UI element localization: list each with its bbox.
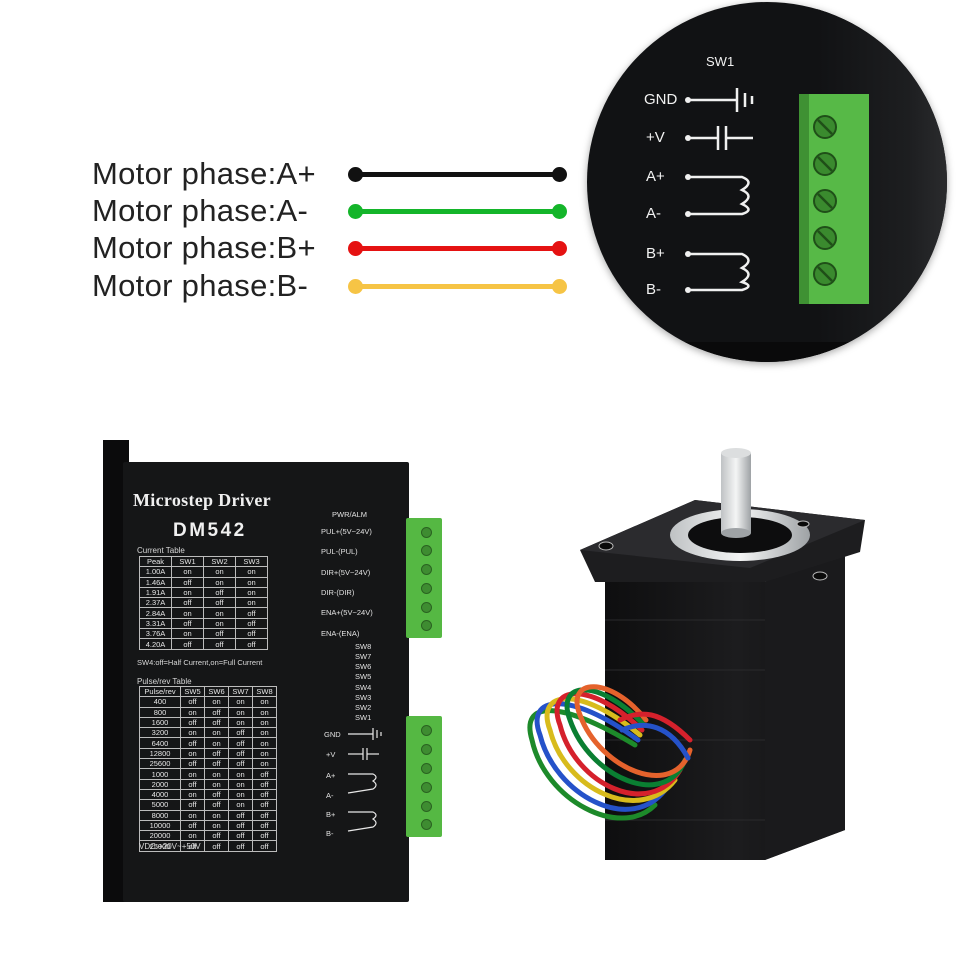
terminal-screw	[421, 763, 432, 774]
legend-label: Motor phase:A-	[92, 193, 309, 228]
stepper-motor	[500, 440, 880, 880]
power-aminus: A-	[326, 791, 334, 800]
wire-line	[354, 284, 558, 289]
zoom-terminal-svg	[685, 88, 869, 304]
terminal-screw	[421, 782, 432, 793]
schematic	[688, 88, 754, 292]
signal-terminal-block	[406, 518, 442, 638]
legend-row-b-plus: Motor phase:B+	[92, 230, 572, 266]
terminal-screw	[421, 819, 432, 830]
signal-ena-minus: ENA-(ENA)	[321, 629, 360, 638]
pulse-table-title: Pulse/rev Table	[137, 677, 192, 686]
switch-label: SW1	[355, 713, 372, 722]
wire-end-dot	[348, 241, 363, 256]
power-terminal-block	[406, 716, 442, 837]
legend-label: Motor phase:A+	[92, 156, 316, 191]
wire-end-dot	[348, 279, 363, 294]
power-bminus: B-	[326, 829, 334, 838]
legend-label: Motor phase:B-	[92, 268, 309, 303]
zoom-label-aminus: A-	[646, 205, 661, 222]
terminal-screw	[421, 725, 432, 736]
screw-slots	[817, 119, 833, 282]
wire-line	[354, 172, 558, 177]
terminal-screw	[421, 620, 432, 631]
terminal-screw	[421, 564, 432, 575]
signal-dir-minus: DIR-(DIR)	[321, 588, 355, 597]
schematic-dots	[685, 97, 691, 293]
current-table-title: Current Table	[137, 546, 185, 555]
switch-label: SW4	[355, 683, 372, 692]
wire-end-dot	[552, 241, 567, 256]
wire-end-dot	[552, 204, 567, 219]
driver-model: DM542	[173, 520, 247, 541]
zoom-sw-label: SW1	[706, 54, 735, 69]
driver-schematic-svg	[347, 728, 382, 832]
terminal-screw	[421, 583, 432, 594]
zoom-edge	[587, 342, 947, 362]
power-gnd: GND	[324, 730, 341, 739]
legend-row-a-plus: Motor phase:A+	[92, 156, 572, 192]
wire-end-dot	[552, 279, 567, 294]
legend-row-b-minus: Motor phase:B-	[92, 268, 572, 304]
zoom-label-aplus: A+	[646, 168, 665, 185]
terminal-screw	[421, 801, 432, 812]
wire-end-dot	[348, 167, 363, 182]
zoom-label-vplus: +V	[646, 129, 665, 146]
signal-ena-plus: ENA+(5V~24V)	[321, 608, 373, 617]
switch-label: SW3	[355, 693, 372, 702]
wire-line	[354, 246, 558, 251]
motor-illustration	[527, 448, 865, 860]
terminal-screw	[421, 602, 432, 613]
switch-label: SW5	[355, 672, 372, 681]
signal-dir-plus: DIR+(5V~24V)	[321, 568, 371, 577]
terminal-screw	[421, 545, 432, 556]
signal-pul-plus: PUL+(5V~24V)	[321, 527, 372, 536]
wire-line	[354, 209, 558, 214]
wire-end-dot	[552, 167, 567, 182]
terminal-screw	[421, 744, 432, 755]
power-vplus: +V	[326, 750, 336, 759]
power-aplus: A+	[326, 771, 336, 780]
zoom-label-bplus: B+	[646, 245, 665, 262]
legend-label: Motor phase:B+	[92, 230, 316, 265]
switch-label: SW8	[355, 642, 372, 651]
signal-pul-minus: PUL-(PUL)	[321, 547, 358, 556]
switch-label: SW2	[355, 703, 372, 712]
stepper-driver: Microstep Driver DM542 Current Table Pea…	[103, 440, 442, 902]
zoom-label-gnd: GND	[644, 91, 678, 108]
legend-row-a-minus: Motor phase:A-	[92, 193, 572, 229]
zoom-detail-circle: SW1 GND +V A+ A- B+ B-	[587, 2, 947, 362]
terminal-screw	[421, 527, 432, 538]
signal-pwr-alm: PWR/ALM	[332, 510, 368, 519]
wire-end-dot	[348, 204, 363, 219]
power-bplus: B+	[326, 810, 336, 819]
switch-label: SW7	[355, 652, 372, 661]
terminal-edge	[799, 94, 809, 304]
vdc-label: VDC:+20V~+50V	[139, 842, 201, 851]
sw4-note: SW4:off=Half Current,on=Full Current	[137, 658, 263, 667]
zoom-label-bminus: B-	[646, 281, 661, 298]
driver-title: Microstep Driver	[133, 490, 271, 510]
switch-label: SW6	[355, 662, 372, 671]
